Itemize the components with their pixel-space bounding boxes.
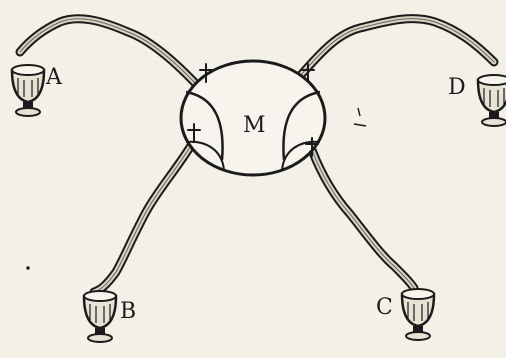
central-vessel-m: M <box>181 61 325 175</box>
center-label-m: M <box>243 113 266 138</box>
vessel-label-c: C <box>376 295 393 320</box>
goblet-icon <box>12 65 44 116</box>
pipe-b <box>94 144 192 292</box>
vessel-label-d: D <box>448 75 466 100</box>
pipe-c <box>312 150 414 288</box>
vessel-label-b: B <box>120 299 136 324</box>
pipe-d <box>300 19 494 76</box>
goblet-icon <box>478 75 506 126</box>
goblet-icon <box>402 289 434 340</box>
goblet-icon <box>84 291 116 342</box>
vessel-label-a: A <box>45 65 63 90</box>
